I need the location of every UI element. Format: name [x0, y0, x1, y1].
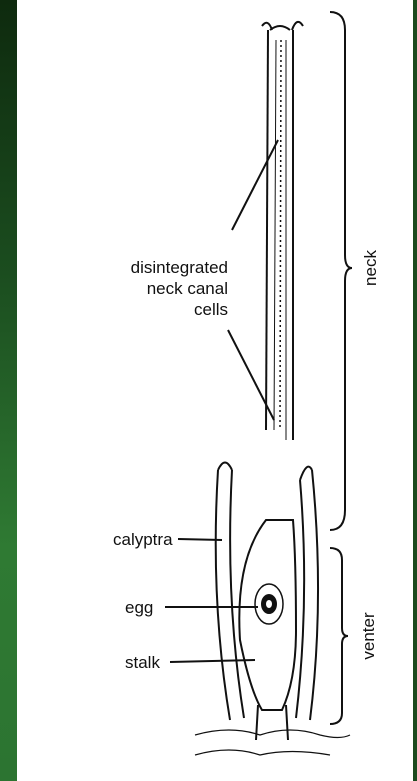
bracket-neck [330, 12, 352, 530]
leader-calyptra [178, 539, 222, 540]
label-stalk: stalk [125, 653, 160, 672]
calyptra-left [216, 470, 230, 720]
calyptra-right-inner [296, 480, 304, 718]
calyptra-right [310, 470, 318, 720]
leader-disintegrated-top [232, 140, 278, 230]
venter-outline [239, 520, 296, 710]
label-egg: egg [125, 598, 153, 617]
neck-tip [262, 22, 303, 30]
canal-dots [280, 40, 281, 430]
label-disintegrated-1: disintegrated [131, 258, 228, 277]
label-venter: venter [359, 612, 378, 660]
egg-inner [266, 600, 272, 608]
label-disintegrated-2: neck canal [147, 279, 228, 298]
neck-left-wall [266, 30, 268, 430]
calyptra-left-inner [230, 470, 244, 718]
label-disintegrated-3: cells [194, 300, 228, 319]
label-neck: neck [361, 250, 380, 286]
neck-inner-left [274, 40, 276, 430]
base-tissue [195, 730, 350, 755]
leader-stalk [170, 660, 255, 662]
bracket-venter [330, 548, 348, 724]
label-calyptra: calyptra [113, 530, 173, 549]
